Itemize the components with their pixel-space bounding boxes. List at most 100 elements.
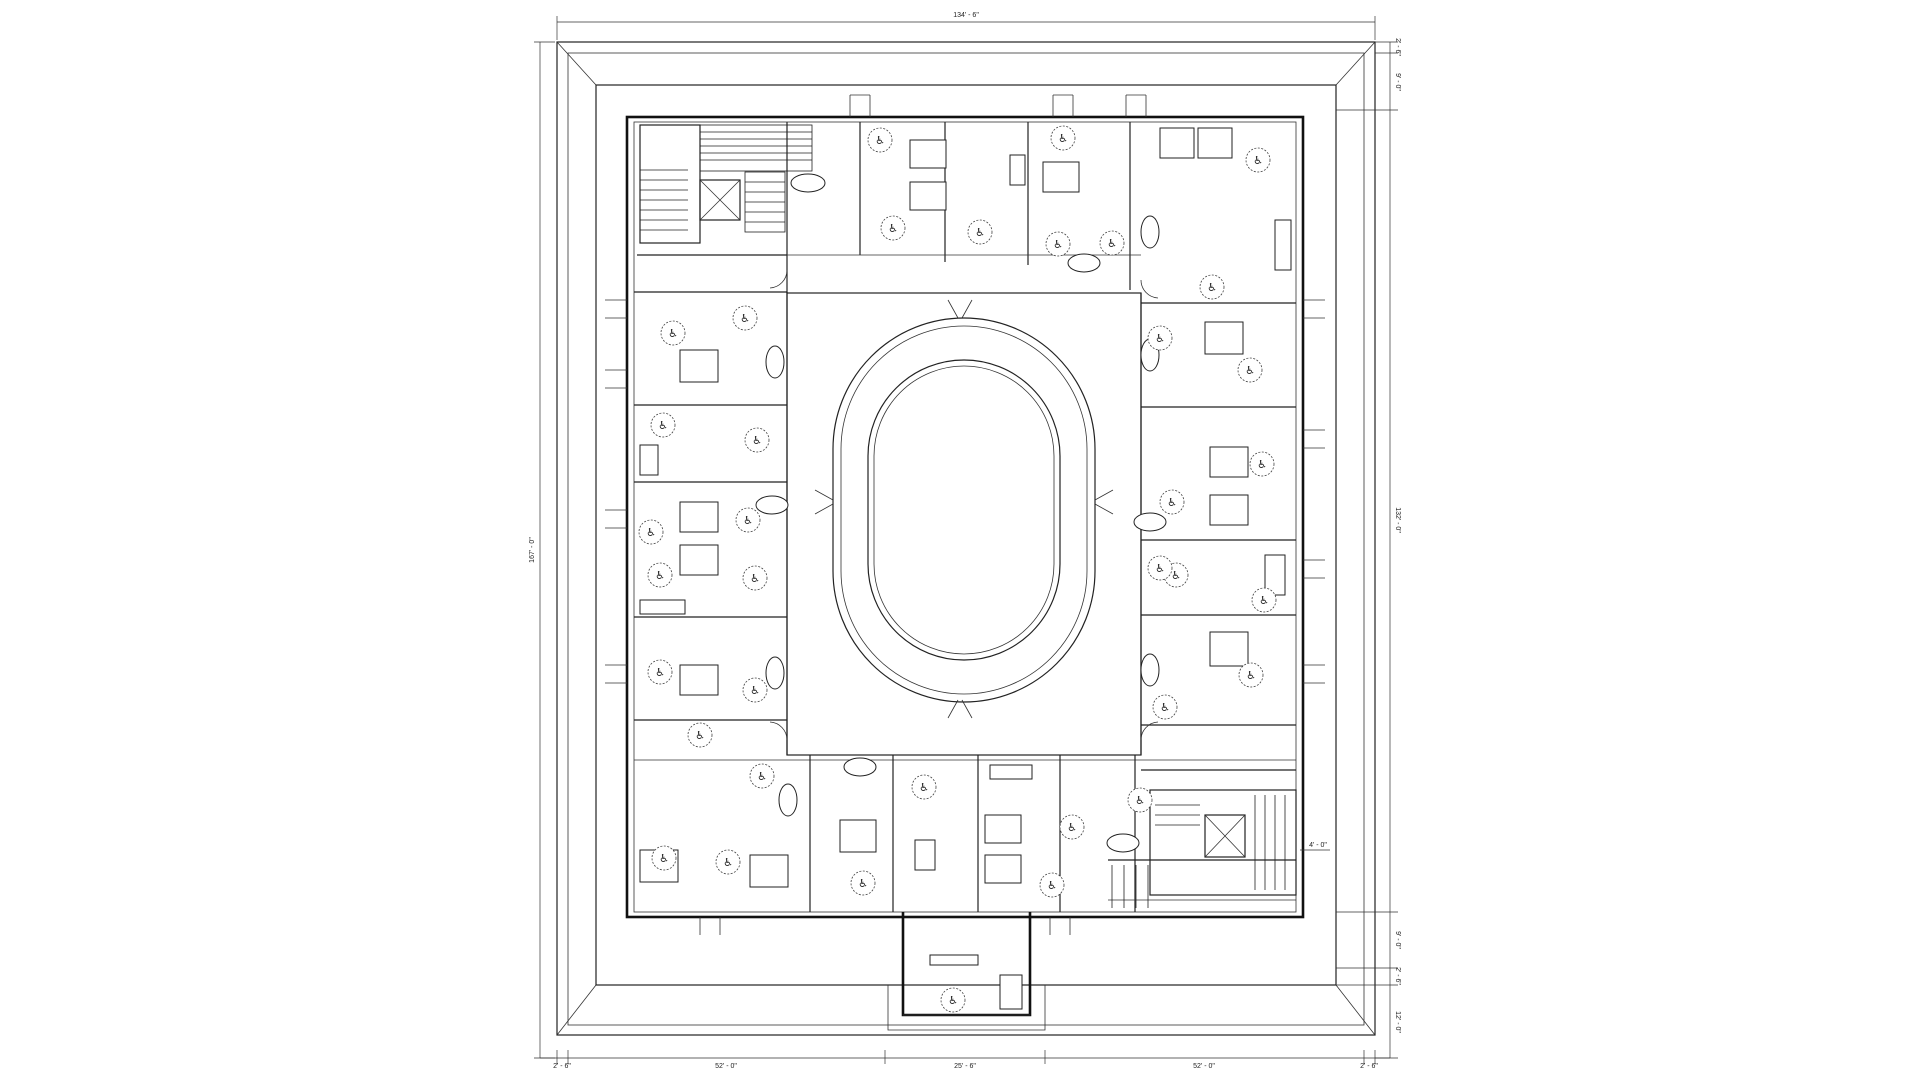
bed xyxy=(1159,127,1195,159)
wheelchair-icon: ♿ xyxy=(732,305,758,331)
svg-text:♿: ♿ xyxy=(1259,594,1269,607)
bathtub xyxy=(765,345,785,379)
dimension-lines xyxy=(534,16,1398,1064)
wheelchair-icon: ♿ xyxy=(749,763,775,789)
wheelchair-icon: ♿ xyxy=(687,722,713,748)
bathtub xyxy=(778,783,798,817)
bed xyxy=(1209,494,1249,526)
stair-core-top-left xyxy=(639,124,813,244)
courtyard-oval-outer xyxy=(832,317,1096,703)
bed xyxy=(1204,321,1244,355)
wheelchair-icon: ♿ xyxy=(880,215,906,241)
wheelchair-icon: ♿ xyxy=(742,565,768,591)
svg-text:♿: ♿ xyxy=(740,312,750,325)
reception-counter xyxy=(929,954,979,966)
desk xyxy=(1264,554,1286,596)
svg-text:♿: ♿ xyxy=(1245,364,1255,377)
wheelchair-icon: ♿ xyxy=(1059,814,1085,840)
svg-text:♿: ♿ xyxy=(655,569,665,582)
wheelchair-icon: ♿ xyxy=(850,870,876,896)
desk xyxy=(639,444,659,476)
bed xyxy=(1197,127,1233,159)
bed xyxy=(984,854,1022,884)
dim-right-top-a: 2' - 6" xyxy=(1394,38,1401,56)
dim-right-bottom-c: 12' - 0" xyxy=(1394,1011,1401,1033)
bathtub xyxy=(1106,833,1140,853)
courtyard-oval-inner xyxy=(867,359,1061,661)
bed xyxy=(1209,446,1249,478)
svg-text:♿: ♿ xyxy=(1067,821,1077,834)
dim-right-top-b: 9' - 0" xyxy=(1394,73,1401,91)
wheelchair-icon: ♿ xyxy=(1147,325,1173,351)
bathtub xyxy=(765,656,785,690)
wheelchair-icon: ♿ xyxy=(1249,451,1275,477)
wheelchair-icon: ♿ xyxy=(1099,230,1125,256)
dim-bottom-right-edge: 2' - 6" xyxy=(1360,1063,1378,1070)
svg-text:♿: ♿ xyxy=(1253,154,1263,167)
svg-text:♿: ♿ xyxy=(919,781,929,794)
bed xyxy=(1209,631,1249,667)
furniture xyxy=(639,127,1292,1010)
svg-text:♿: ♿ xyxy=(757,770,767,783)
dim-right-height: 132' - 0" xyxy=(1394,507,1401,533)
wheelchair-icon: ♿ xyxy=(638,519,664,545)
wheelchair-icon: ♿ xyxy=(1045,231,1071,257)
wheelchair-icon: ♿ xyxy=(1039,872,1065,898)
wheelchair-icon: ♿ xyxy=(967,219,993,245)
building-outline xyxy=(625,115,1305,1031)
svg-text:♿: ♿ xyxy=(948,994,958,1007)
wheelchair-icon: ♿ xyxy=(867,127,893,153)
bathtub xyxy=(1133,512,1167,532)
bed xyxy=(909,181,947,211)
bathtub xyxy=(1140,215,1160,249)
wheelchair-icon: ♿ xyxy=(735,507,761,533)
bed xyxy=(679,349,719,383)
bed xyxy=(679,501,719,533)
stair-core-bottom-right xyxy=(1111,789,1297,908)
wheelchair-icon: ♿ xyxy=(647,562,673,588)
desk xyxy=(1274,219,1292,271)
wheelchair-icon: ♿ xyxy=(1147,555,1173,581)
wheelchair-icon: ♿ xyxy=(1251,587,1277,613)
wheelchair-icon: ♿ xyxy=(660,320,686,346)
wheelchair-icon: ♿ xyxy=(1152,694,1178,720)
svg-text:♿: ♿ xyxy=(1167,496,1177,509)
elevator-top-left xyxy=(699,179,741,221)
wheelchair-icon: ♿ xyxy=(1127,787,1153,813)
wheelchair-icon: ♿ xyxy=(1199,274,1225,300)
svg-text:♿: ♿ xyxy=(752,434,762,447)
elevator-bottom-right xyxy=(1204,814,1246,858)
svg-text:♿: ♿ xyxy=(1207,281,1217,294)
wheelchair-icon: ♿ xyxy=(647,659,673,685)
wheelchair-icon: ♿ xyxy=(650,412,676,438)
central-corridor xyxy=(786,292,1142,756)
dim-right-bottom-b: 2' - 6" xyxy=(1394,967,1401,985)
wheelchair-icon: ♿ xyxy=(742,677,768,703)
bathtub xyxy=(790,173,826,193)
svg-text:♿: ♿ xyxy=(1135,794,1145,807)
desk xyxy=(999,974,1023,1010)
desk xyxy=(989,764,1033,780)
bathtub xyxy=(1140,653,1160,687)
desk xyxy=(639,599,686,615)
dim-right-mid: 4' - 0" xyxy=(1309,842,1327,849)
dim-bottom-center: 25' - 6" xyxy=(954,1063,976,1070)
svg-text:♿: ♿ xyxy=(659,852,669,865)
wheelchair-icon: ♿ xyxy=(1245,147,1271,173)
wheelchair-icon: ♿ xyxy=(1237,357,1263,383)
bed xyxy=(679,664,719,696)
svg-text:♿: ♿ xyxy=(723,856,733,869)
bathtub xyxy=(1067,253,1101,273)
svg-text:♿: ♿ xyxy=(1246,669,1256,682)
svg-text:♿: ♿ xyxy=(1171,569,1181,582)
wheelchair-icon: ♿ xyxy=(1238,662,1264,688)
svg-text:♿: ♿ xyxy=(1257,458,1267,471)
svg-text:♿: ♿ xyxy=(750,572,760,585)
svg-text:♿: ♿ xyxy=(655,666,665,679)
svg-text:♿: ♿ xyxy=(1160,701,1170,714)
desk xyxy=(1009,154,1026,186)
bed xyxy=(1042,161,1080,193)
bed xyxy=(749,854,789,888)
bathtub xyxy=(755,495,789,515)
dim-bottom-left-edge: 2' - 6" xyxy=(553,1063,571,1070)
